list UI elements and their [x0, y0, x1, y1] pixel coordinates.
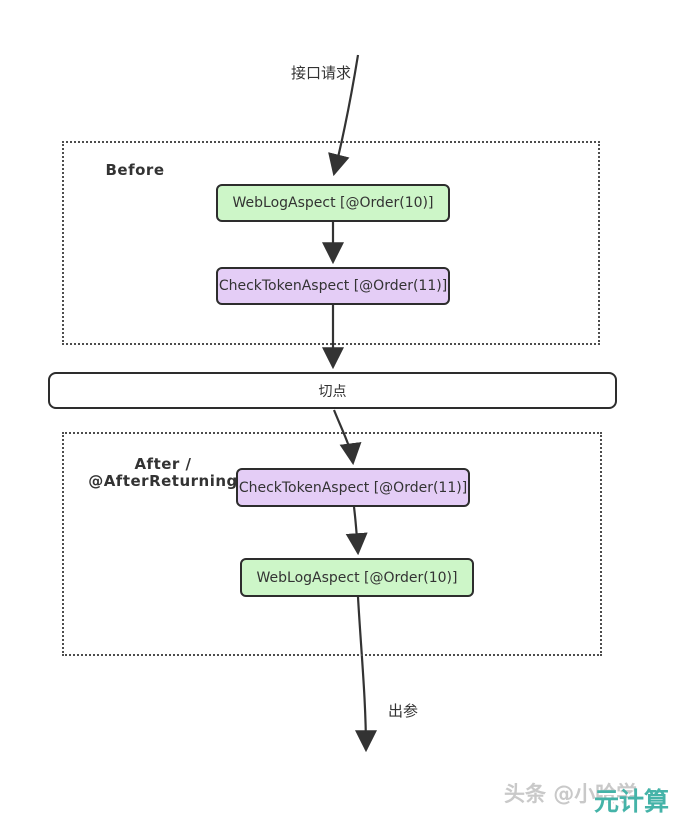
after-section-label: After / @AfterReturning [78, 455, 248, 491]
watermark-author-text: 头条 @小哈学 [504, 782, 638, 806]
before-weblog-aspect-label: WebLogAspect [@Order(10)] [232, 195, 434, 211]
pointcut-label: 切点 [318, 383, 347, 400]
pointcut-box: 切点 [48, 372, 617, 409]
after-checktoken-aspect-label: CheckTokenAspect [@Order(11)] [238, 479, 468, 496]
before-checktoken-aspect-label: CheckTokenAspect [@Order(11)] [218, 278, 448, 294]
after-section-box [62, 432, 602, 656]
request-label: 接口请求 [291, 64, 352, 82]
after-section-label-line2: @AfterReturning [88, 472, 238, 491]
after-weblog-aspect-label: WebLogAspect [@Order(10)] [256, 569, 458, 586]
watermark-brand-text: 元计算 [594, 787, 670, 816]
before-weblog-aspect-box: WebLogAspect [@Order(10)] [216, 184, 450, 222]
output-label: 出参 [388, 702, 419, 720]
after-weblog-aspect-box: WebLogAspect [@Order(10)] [240, 558, 474, 597]
after-section-label-line1: After / [134, 455, 192, 473]
before-checktoken-aspect-box: CheckTokenAspect [@Order(11)] [216, 267, 450, 305]
before-section-box [62, 141, 600, 345]
after-checktoken-aspect-box: CheckTokenAspect [@Order(11)] [236, 468, 470, 507]
before-section-label: Before [105, 161, 165, 179]
